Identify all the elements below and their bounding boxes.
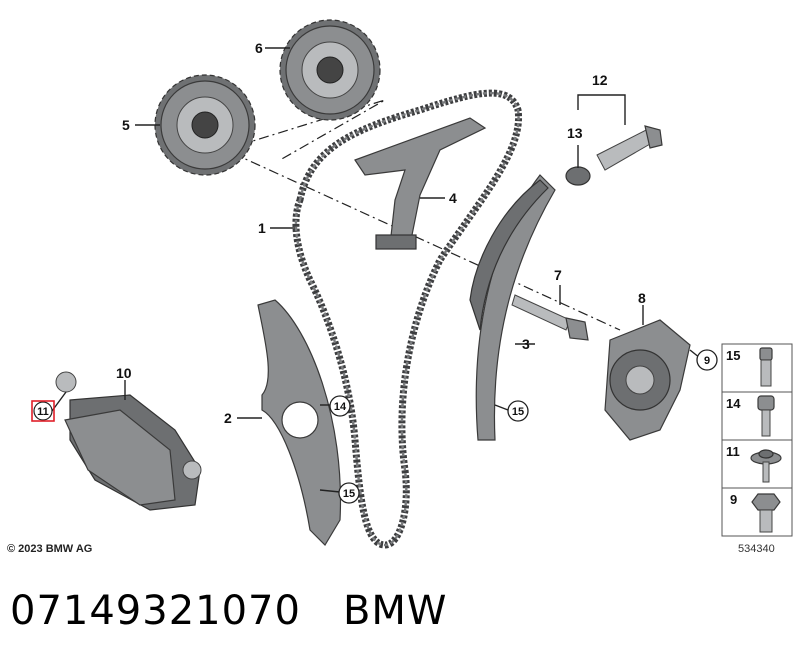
footer-caption: 07149321070 BMW xyxy=(10,588,447,634)
callout-10: 10 xyxy=(116,365,132,381)
callout-7: 7 xyxy=(554,267,562,283)
circle-15-guide xyxy=(507,400,529,422)
washer-screw-icon xyxy=(750,449,782,483)
timing-chain-exploded-diagram: 1 2 3 4 5 6 7 8 10 12 13 9 14 15 15 11 1… xyxy=(31,19,793,549)
central-bolt xyxy=(511,294,589,341)
callout-labels: 1 2 3 4 5 6 7 8 10 12 13 9 14 15 15 11 xyxy=(31,40,718,504)
callout-8: 8 xyxy=(638,290,646,306)
circle-15-rail xyxy=(338,482,360,504)
callout-5: 5 xyxy=(122,117,130,133)
callout-14-rail: 14 xyxy=(334,401,347,413)
pin-bolt-icon xyxy=(759,347,773,387)
circle-14 xyxy=(329,395,351,417)
allen-screw-icon xyxy=(757,395,775,437)
table-row-4-number: 9 xyxy=(730,492,737,507)
tensioner-rail xyxy=(257,299,342,546)
camshaft-adjuster-unit xyxy=(604,319,691,441)
callout-1: 1 xyxy=(258,220,266,236)
callout-12: 12 xyxy=(592,72,608,88)
hex-bolt-icon xyxy=(751,493,781,533)
circle-9 xyxy=(696,349,718,371)
callout-11: 11 xyxy=(37,406,49,418)
part-number: 07149321070 xyxy=(10,588,301,634)
table-row-2-number: 14 xyxy=(726,396,741,411)
fastener-table: 15 14 11 9 xyxy=(721,343,793,537)
callout-6: 6 xyxy=(255,40,263,56)
guide-rail xyxy=(469,174,556,441)
table-row-3-number: 11 xyxy=(726,444,740,459)
leader-lines xyxy=(51,47,701,493)
tensioner-bolt-assembly xyxy=(565,125,663,186)
timing-chain xyxy=(292,89,523,549)
table-row-1-number: 15 xyxy=(726,348,740,363)
callout-2: 2 xyxy=(224,410,232,426)
drawing-number: 534340 xyxy=(738,543,775,555)
callout-13: 13 xyxy=(567,125,583,141)
chain-tensioner xyxy=(55,371,202,511)
copyright-notice: © 2023 BMW AG xyxy=(7,543,93,555)
callout-9: 9 xyxy=(704,355,710,367)
callout-4: 4 xyxy=(449,190,457,206)
camshaft-sprocket-exhaust xyxy=(279,19,381,121)
highlight-box xyxy=(31,400,55,422)
brand-name: BMW xyxy=(342,588,448,634)
callout-15-rail: 15 xyxy=(343,488,355,500)
callout-15-guide: 15 xyxy=(512,406,524,418)
circle-11 xyxy=(33,401,53,421)
callout-3: 3 xyxy=(522,336,530,352)
upper-slide-rail xyxy=(354,117,487,250)
camshaft-sprocket-intake xyxy=(154,74,256,176)
